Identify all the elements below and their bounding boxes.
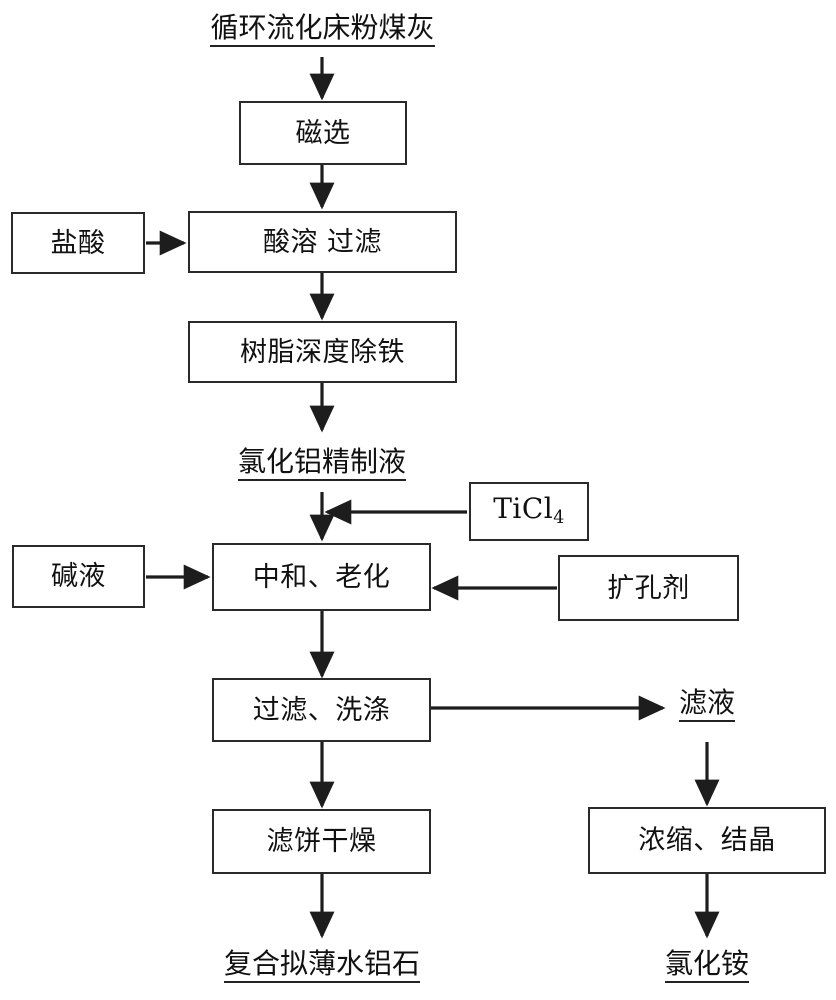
node-filtration-washing[interactable]: 过滤、洗涤	[212, 678, 431, 742]
node-neutralization-aging[interactable]: 中和、老化	[212, 543, 431, 611]
label-pseudoboehmite-product-text: 复合拟薄水铝石	[223, 949, 420, 983]
label-refined-alcl3-text: 氯化铝精制液	[237, 447, 406, 481]
label-refined-alcl3: 氯化铝精制液	[192, 442, 452, 486]
node-magnetic-separation-label: 磁选	[295, 117, 351, 149]
node-filtration-washing-label: 过滤、洗涤	[252, 694, 391, 726]
node-resin-deep-iron-removal-label: 树脂深度除铁	[240, 336, 405, 368]
node-resin-deep-iron-removal[interactable]: 树脂深度除铁	[188, 321, 457, 383]
label-pseudoboehmite-product: 复合拟薄水铝石	[167, 944, 477, 988]
node-titanium-tetrachloride[interactable]: TiCl4	[469, 482, 589, 541]
node-alkali-solution[interactable]: 碱液	[12, 545, 145, 608]
node-pore-expanding-agent-label: 扩孔剂	[607, 572, 690, 604]
node-hydrochloric-acid-label: 盐酸	[50, 227, 106, 259]
node-neutralization-aging-label: 中和、老化	[252, 561, 391, 593]
node-acid-dissolution-filtration[interactable]: 酸溶 过滤	[188, 211, 457, 273]
label-ammonium-chloride-product: 氯化铵	[634, 944, 780, 988]
node-hydrochloric-acid[interactable]: 盐酸	[11, 212, 145, 274]
label-ammonium-chloride-product-text: 氯化铵	[664, 949, 749, 983]
label-filtrate: 滤液	[645, 684, 769, 726]
node-acid-dissolution-filtration-label: 酸溶 过滤	[262, 226, 383, 258]
node-concentration-crystallization-label: 浓缩、结晶	[638, 825, 776, 856]
label-feedstock-text: 循环流化床粉煤灰	[210, 13, 435, 47]
node-pore-expanding-agent[interactable]: 扩孔剂	[558, 555, 739, 621]
label-feedstock: 循环流化床粉煤灰	[170, 8, 475, 52]
node-titanium-tetrachloride-label: TiCl4	[493, 492, 565, 529]
label-filtrate-text: 滤液	[678, 688, 735, 722]
node-filter-cake-drying[interactable]: 滤饼干燥	[212, 809, 431, 874]
node-alkali-solution-label: 碱液	[51, 561, 106, 592]
node-concentration-crystallization[interactable]: 浓缩、结晶	[588, 807, 826, 874]
node-filter-cake-drying-label: 滤饼干燥	[266, 826, 377, 857]
node-magnetic-separation[interactable]: 磁选	[239, 101, 407, 165]
